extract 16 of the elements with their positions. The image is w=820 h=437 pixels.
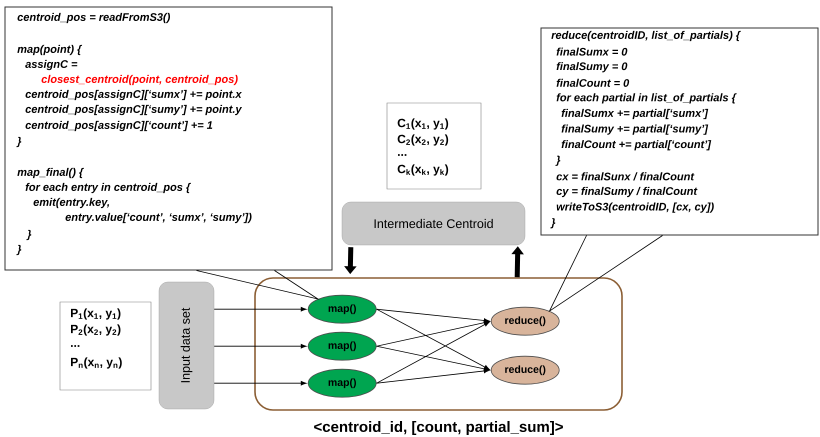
point-list-box: C$_{1}$(x$_{1}$, y$_{1}$) C$_{2}$(x$_{2}$, y$_{2}$) ... C$_{k}$(x$_{k}$, y$_{k}$) bbox=[386, 102, 482, 190]
code-callout: reduce(centroidID, list_of_partials) { finalSumx = 0 finalSumy = 0 finalCount = 0 for each partial in list_of_partials { finalSumx += partial[‘sumx’] finalSumy += partial[‘sumy’] finalCount += partial[‘count’] } cx = finalSunx / finalCount cy = finalSumy / finalCount writeToS3(centroidID, [cx, cy]) } bbox=[540, 28, 818, 236]
arrow bbox=[214, 380, 306, 386]
arrow bbox=[214, 306, 306, 312]
arrow bbox=[376, 346, 490, 372]
arrow bbox=[376, 308, 490, 370]
rounded-box: Input data set bbox=[158, 282, 214, 410]
point-list-box: P$_{1}$(x$_{1}$, y$_{1}$) P$_{2}$(x$_{2}$, y$_{2}$) ... P$_{n}$(x$_{n}$, y$_{n}$) bbox=[60, 302, 152, 390]
rounded-box: Intermediate Centroid bbox=[342, 202, 526, 246]
arrow bbox=[376, 368, 490, 384]
arrow bbox=[376, 308, 490, 323]
arrow bbox=[376, 320, 490, 347]
arrow bbox=[214, 344, 306, 348]
arrow bbox=[376, 322, 490, 384]
caption-text: <centroid_id, [count, partial_sum]> bbox=[314, 421, 563, 435]
code-callout: centroid_pos = readFromS3() map(point) { assignC = closest_centroid(point, centroid_pos) centroid_pos[assignC][‘sumx’] += point.x centroid_pos[assignC][‘sumy’] += point.y centroid_pos[assignC][‘count’] += 1 } map_final() { for each entry in centroid_pos { emit(entry.key, entry.value[‘count’, ‘sumx’, ‘sumy’]) } } bbox=[4, 6, 332, 270]
